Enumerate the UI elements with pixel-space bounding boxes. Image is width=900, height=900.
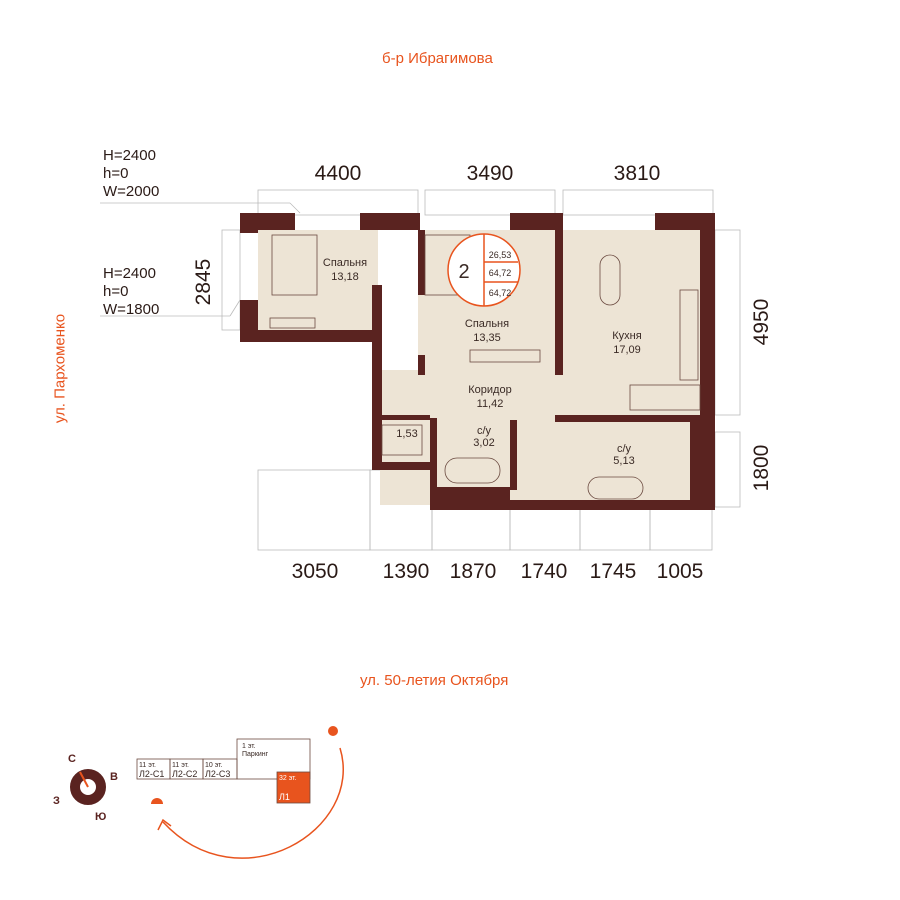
south-label: Ю <box>95 811 106 823</box>
dimension-labels: 4400 3490 3810 3050 1390 1870 1740 1745 … <box>192 162 773 583</box>
furniture <box>269 234 701 500</box>
dim-top: 4400 <box>315 162 362 185</box>
building-floors: 32 эт. <box>279 775 297 782</box>
west-label: З <box>53 795 60 807</box>
room-labels: Спальня 13,18 Спальня 13,35 Кухня 17,09 Кор… <box>323 257 642 467</box>
sun-path-arrow <box>162 747 344 859</box>
dim-bottom: 3050 <box>292 560 339 583</box>
room-area: 5,13 <box>613 455 634 467</box>
building-name: Паркинг <box>242 751 269 758</box>
dim-right: 4950 <box>750 299 773 346</box>
building-floors: 11 эт. <box>172 762 189 769</box>
sunset-icon <box>151 798 163 804</box>
room-name: Спальня <box>323 257 367 269</box>
room-area: 1,53 <box>396 428 417 440</box>
dim-top: 3490 <box>467 162 514 185</box>
room-area: 11,42 <box>477 398 504 410</box>
table <box>599 254 621 306</box>
kitchen-counter <box>629 384 701 411</box>
compass: С В Ю З <box>53 753 118 823</box>
street-bottom: ул. 50-летия Октября <box>360 672 509 689</box>
walls <box>240 213 715 510</box>
dim-bottom: 1870 <box>450 560 497 583</box>
window-sill: h=0 <box>103 283 128 300</box>
bathtub-1 <box>444 457 501 484</box>
site-plan: 11 эт.Л2-С1 11 эт.Л2-С2 10 эт.Л2-С3 1 эт… <box>136 726 344 859</box>
sunrise-icon <box>328 726 338 736</box>
floor <box>258 230 700 505</box>
window-width: W=1800 <box>103 301 159 318</box>
room-area: 13,18 <box>331 271 359 283</box>
room-name: Кухня <box>612 330 641 342</box>
dim-bottom: 1740 <box>521 560 568 583</box>
dim-bottom: 1745 <box>590 560 637 583</box>
building-name: Л2-С2 <box>172 769 197 779</box>
east-label: В <box>110 771 118 783</box>
building-floors: 1 эт. <box>242 743 256 750</box>
room-area: 13,35 <box>473 332 501 344</box>
dim-bottom: 1005 <box>657 560 704 583</box>
apartment-badge: 2 26,53 64,72 64,72 <box>447 233 521 307</box>
building-name: Л1 <box>279 792 290 802</box>
building-floors: 11 эт. <box>139 762 156 769</box>
bed-1 <box>271 234 318 296</box>
total-area: 64,72 <box>489 268 512 278</box>
room-name: Коридор <box>468 384 511 396</box>
building-name: Л2-С1 <box>139 769 164 779</box>
dim-left: 2845 <box>192 259 215 306</box>
dim-top: 3810 <box>614 162 661 185</box>
building-floors: 10 эт. <box>205 762 223 769</box>
window-height: H=2400 <box>103 265 156 282</box>
window-width: W=2000 <box>103 183 159 200</box>
room-count: 2 <box>458 261 469 283</box>
window-height: H=2400 <box>103 147 156 164</box>
current-building <box>276 771 311 804</box>
window-sill: h=0 <box>103 165 128 182</box>
building-name: Л2-С3 <box>205 769 230 779</box>
total-area-2: 64,72 <box>489 288 512 298</box>
room-area: 17,09 <box>613 344 641 356</box>
room-area: 3,02 <box>473 437 494 449</box>
room-name: с/у <box>477 425 492 437</box>
north-label: С <box>68 753 76 765</box>
room-name: с/у <box>617 443 632 455</box>
dim-bottom: 1390 <box>383 560 430 583</box>
dim-right: 1800 <box>750 445 773 492</box>
street-top: б-р Ибрагимова <box>382 50 493 67</box>
window-specs: H=2400 h=0 W=2000 H=2400 h=0 W=1800 <box>103 147 159 318</box>
living-area: 26,53 <box>489 250 512 260</box>
bathtub-2 <box>587 476 644 500</box>
room-name: Спальня <box>465 318 509 330</box>
